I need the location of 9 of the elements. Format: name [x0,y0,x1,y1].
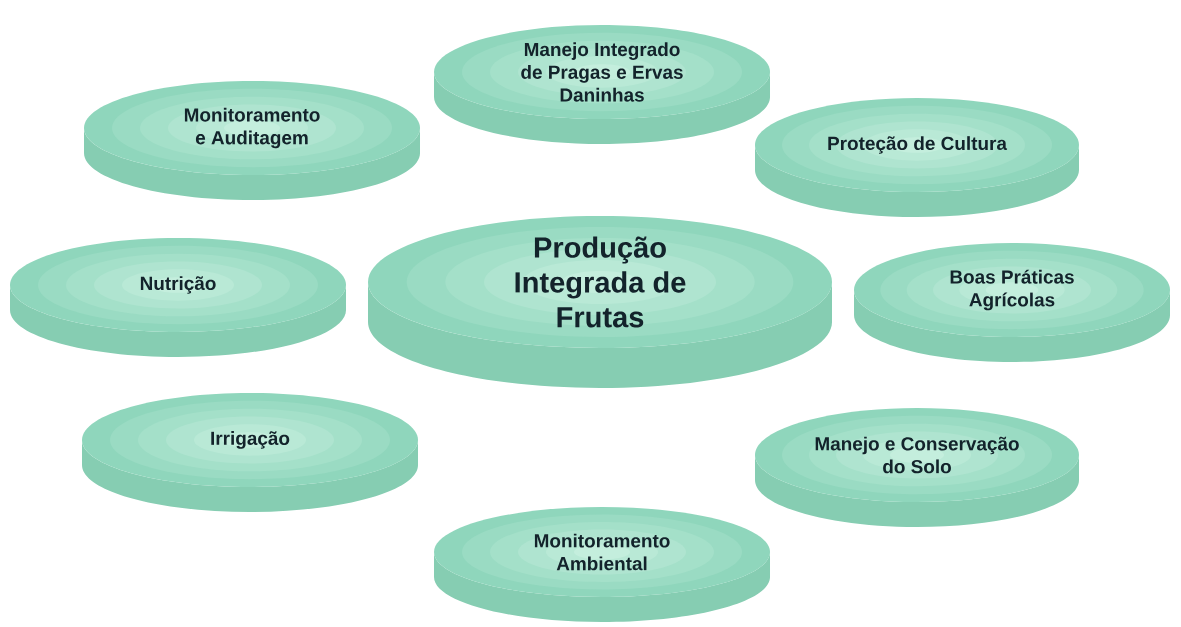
disc: Manejo e Conservação do Solo [755,408,1079,527]
disc: Monitoramento Ambiental [434,507,770,622]
disc: Irrigação [82,393,418,512]
disc: Manejo Integrado de Pragas e Ervas Daninhas [434,25,770,144]
disc: Produção Integrada de Frutas [368,216,832,388]
disc: Nutrição [10,238,346,357]
disc: Monitoramento e Auditagem [84,81,420,200]
disc: Proteção de Cultura [755,98,1079,217]
disc: Boas Práticas Agrícolas [854,243,1170,362]
